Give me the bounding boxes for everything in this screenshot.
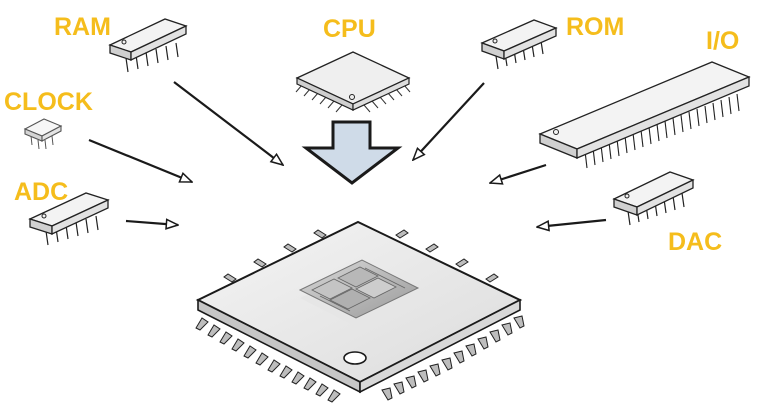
ram-arrow [173,81,283,165]
clock-label: CLOCK [4,88,93,116]
big-down-arrow [301,120,403,185]
dac-arrow [537,218,607,227]
io-chip-icon [538,61,751,169]
dac-chip-icon [612,171,695,226]
io-label: I/O [706,27,740,55]
clock-arrow [88,138,192,184]
rom-label: ROM [566,13,625,41]
ram-label: RAM [54,13,111,41]
io-arrow [490,163,547,183]
dac-label: DAC [668,228,723,256]
adc-arrow [125,221,178,225]
adc-label: ADC [14,178,69,206]
cpu-label: CPU [323,15,376,43]
clock-chip-icon [23,118,63,150]
cpu-chip-icon [295,51,411,113]
ram-chip-icon [108,18,188,73]
rom-arrow [413,82,485,160]
rom-chip-icon [480,19,558,70]
microcontroller-chip-icon [195,220,525,403]
adc-chip-icon [28,192,110,246]
